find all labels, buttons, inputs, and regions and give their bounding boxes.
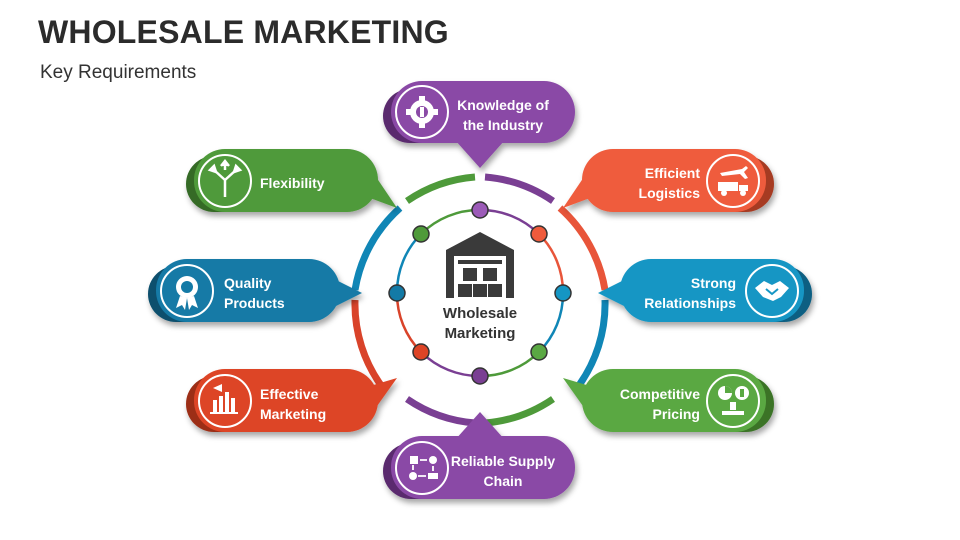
warehouse-icon xyxy=(446,232,514,298)
callout-logistics: Efficient Logistics xyxy=(563,149,774,212)
callout-flexibility: Flexibility xyxy=(186,149,397,212)
pricing-chart-icon xyxy=(718,386,749,415)
callout-supply-line1: Reliable Supply xyxy=(451,453,555,469)
callout-supply-line2: Chain xyxy=(484,473,523,489)
callout-pricing-line1: Competitive xyxy=(620,386,700,402)
callout-logistics-line2: Logistics xyxy=(639,185,701,201)
callout-relationships-line2: Relationships xyxy=(644,295,736,311)
outer-ring xyxy=(351,173,609,427)
callout-knowledge: Knowledge of the Industry xyxy=(383,81,575,168)
callout-quality: Quality Products xyxy=(148,259,362,322)
quality-badge-icon xyxy=(176,276,198,310)
marketing-chart-icon xyxy=(210,384,238,414)
callout-relationships-line1: Strong xyxy=(691,275,736,291)
callout-relationships: Strong Relationships xyxy=(598,259,812,322)
inner-ring-dots xyxy=(388,201,572,385)
center-label-line2: Marketing xyxy=(445,325,516,342)
supply-chain-icon xyxy=(409,456,438,480)
handshake-icon xyxy=(755,281,789,301)
arrows-split-icon xyxy=(207,158,243,197)
callout-marketing-line1: Effective xyxy=(260,386,319,402)
callout-pricing-line2: Pricing xyxy=(653,406,700,422)
callout-quality-line1: Quality xyxy=(224,275,272,291)
plane-truck-icon xyxy=(718,166,748,196)
page-title: WHOLESALE MARKETING xyxy=(38,14,449,50)
gear-dollar-icon xyxy=(406,96,438,128)
callout-supply: Reliable Supply Chain xyxy=(383,412,575,499)
callout-pricing: Competitive Pricing xyxy=(563,369,774,432)
callout-knowledge-line2: the Industry xyxy=(463,117,543,133)
callout-knowledge-line1: Knowledge of xyxy=(457,97,549,113)
callout-flexibility-line1: Flexibility xyxy=(260,175,325,191)
callout-quality-line2: Products xyxy=(224,295,285,311)
callout-marketing-line2: Marketing xyxy=(260,406,326,422)
callout-marketing: Effective Marketing xyxy=(186,369,397,432)
page-subtitle: Key Requirements xyxy=(40,62,197,83)
center-label-line1: Wholesale xyxy=(443,305,517,322)
callout-logistics-line1: Efficient xyxy=(645,165,701,181)
